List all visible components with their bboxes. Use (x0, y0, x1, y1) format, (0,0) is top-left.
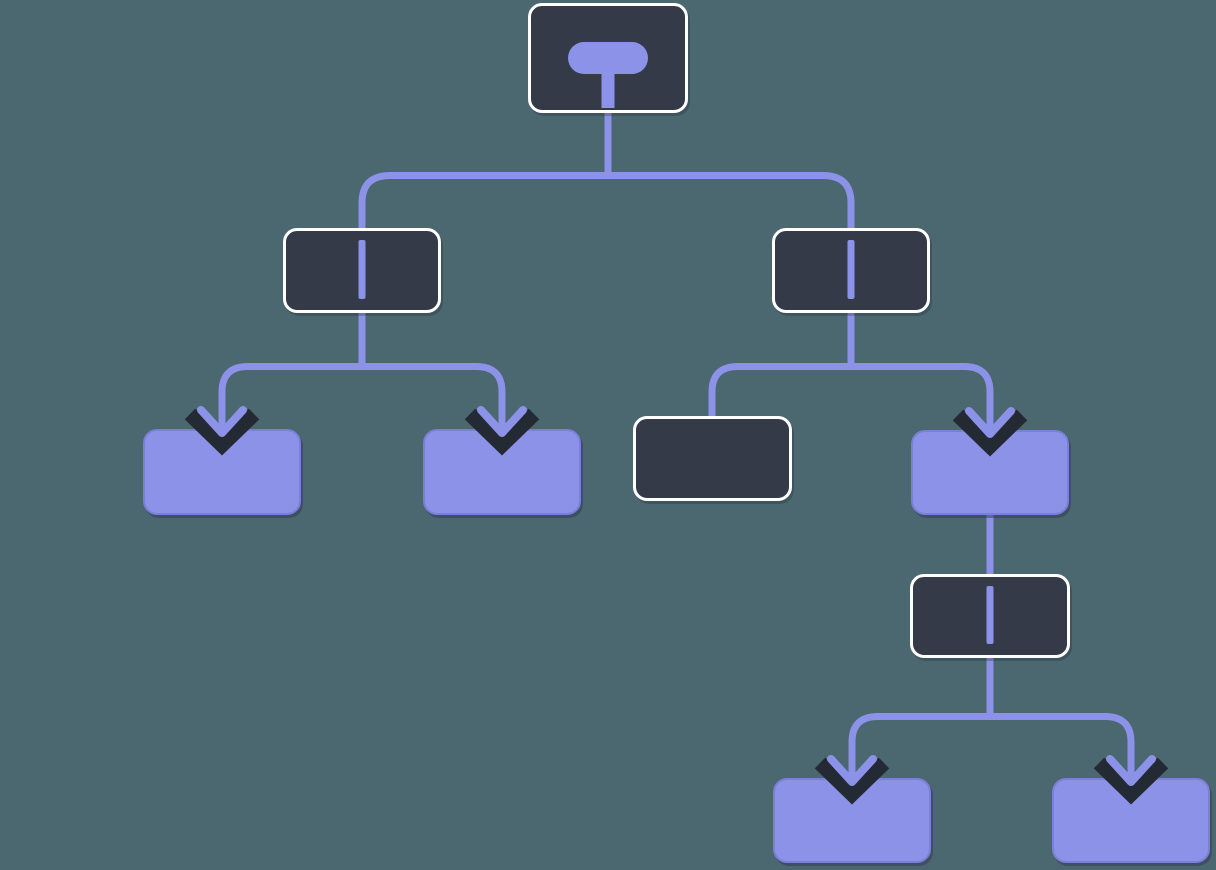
node-branch-right[interactable] (772, 228, 930, 313)
node-leaf-4[interactable] (773, 778, 931, 863)
node-leaf-3[interactable] (911, 430, 1069, 515)
edge-branch-left-to-leaves (218, 363, 506, 423)
node-leaf-2[interactable] (423, 429, 581, 515)
vertical-line-icon (358, 240, 366, 299)
node-branch-left[interactable] (283, 228, 441, 313)
vertical-line-icon (986, 586, 994, 644)
edge-root-to-branches (358, 172, 855, 232)
node-root[interactable] (528, 3, 688, 113)
node-branch-bottom[interactable] (910, 574, 1070, 658)
root-pill-icon (568, 42, 648, 74)
node-leaf-1[interactable] (143, 429, 301, 515)
edge-branch-bottom-to-leaves (848, 713, 1135, 772)
vertical-line-icon (847, 240, 855, 299)
node-dark-leaf[interactable] (633, 416, 792, 501)
node-leaf-5[interactable] (1052, 778, 1210, 863)
root-stem-icon (601, 70, 615, 108)
